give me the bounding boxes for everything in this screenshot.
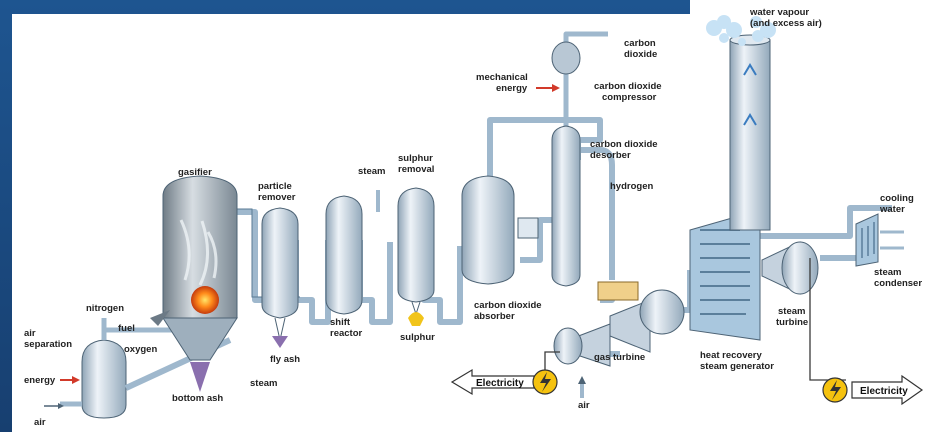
label-shift-reactor: shift (330, 317, 351, 328)
label-hydrogen: hydrogen (610, 181, 653, 192)
label-co2-compressor: carbon dioxide (594, 81, 662, 92)
mechanical-energy-arrow-icon (552, 84, 560, 92)
heat-recovery-steam-generator (690, 35, 770, 340)
label-co2-absorber: carbon dioxide (474, 300, 542, 311)
label-particle-remover: particle (258, 181, 292, 192)
label-steam-condenser: steam (874, 267, 901, 278)
particle-remover (262, 208, 298, 348)
label-cooling-water: cooling (880, 193, 914, 204)
label-bottom-ash: bottom ash (172, 393, 223, 404)
label-co2-desorber: carbon dioxide (590, 139, 658, 150)
label-particle-remover-2: remover (258, 192, 296, 203)
label-gas-turbine: gas turbine (594, 352, 645, 363)
steam-condenser (856, 214, 904, 266)
gas-turbine (545, 290, 684, 398)
label-steam-turbine-2: turbine (776, 317, 808, 328)
co2-compressor (536, 42, 580, 92)
label-air-separation: air (24, 328, 36, 339)
label-air-bottom-left: air (34, 417, 46, 428)
co2-desorber (552, 126, 580, 286)
label-fuel: fuel (118, 323, 135, 334)
label-steam-top: steam (358, 166, 385, 177)
label-mechanical-energy-2: energy (496, 83, 528, 94)
label-water-vapour: water vapour (749, 7, 809, 18)
label-oxygen: oxygen (124, 344, 157, 355)
label-carbon-dioxide-2: dioxide (624, 49, 657, 60)
shift-reactor (326, 196, 362, 314)
label-air-separation-2: separation (24, 339, 72, 350)
air-inlet-arrow-icon (578, 376, 586, 384)
label-fly-ash: fly ash (270, 354, 300, 365)
label-air-bottom: air (578, 400, 590, 411)
energy-input-arrow-icon (60, 376, 80, 384)
label-co2-compressor-2: compressor (602, 92, 657, 103)
label-steam-condenser-2: condenser (874, 278, 922, 289)
label-sulphur-removal-2: removal (398, 164, 434, 175)
label-mechanical-energy: mechanical (476, 72, 528, 83)
label-steam-bottom: steam (250, 378, 277, 389)
sulphur-removal-vessel (378, 188, 434, 326)
label-heat-recovery: heat recovery (700, 350, 763, 361)
label-carbon-dioxide: carbon (624, 38, 656, 49)
hydrogen-mixer (598, 282, 638, 300)
label-heat-recovery-2: steam generator (700, 361, 774, 372)
co2-absorber (462, 176, 538, 284)
label-cooling-water-2: water (879, 204, 905, 215)
gasifier (150, 176, 237, 392)
label-gasifier: gasifier (178, 167, 212, 178)
label-co2-desorber-2: desorber (590, 150, 631, 161)
label-sulphur: sulphur (400, 332, 435, 343)
label-electricity-left: Electricity (476, 378, 524, 389)
label-sulphur-removal: sulphur (398, 153, 433, 164)
label-steam-turbine: steam (778, 306, 805, 317)
label-electricity-right: Electricity (860, 386, 908, 397)
label-shift-reactor-2: reactor (330, 328, 363, 339)
label-water-vapour-2: (and excess air) (750, 18, 822, 29)
label-nitrogen: nitrogen (86, 303, 124, 314)
label-co2-absorber-2: absorber (474, 311, 515, 322)
label-energy: energy (24, 375, 56, 386)
